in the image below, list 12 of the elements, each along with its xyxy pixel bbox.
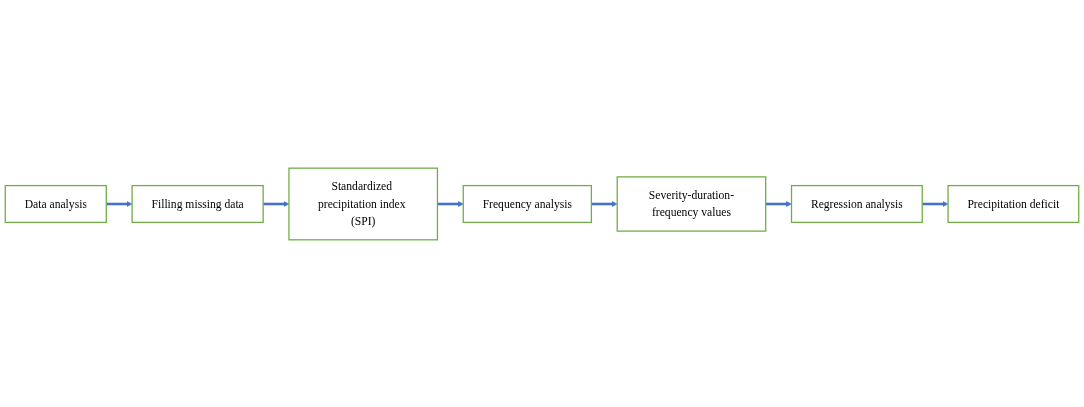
- arrow: [437, 200, 464, 207]
- node-box: Regression analysis: [790, 184, 923, 223]
- node-box: Severity-duration-frequency values: [616, 175, 767, 232]
- arrow: [922, 200, 949, 207]
- node-box: Frequency analysis: [462, 184, 593, 223]
- arrow: [765, 200, 792, 207]
- node-box: Data analysis: [4, 184, 107, 223]
- arrow: [106, 200, 133, 207]
- node-box: Filling missing data: [131, 184, 264, 223]
- arrow: [591, 200, 618, 207]
- node-box: Standardized precipitation index (SPI): [288, 167, 439, 240]
- node-box: Precipitation deficit: [947, 184, 1080, 223]
